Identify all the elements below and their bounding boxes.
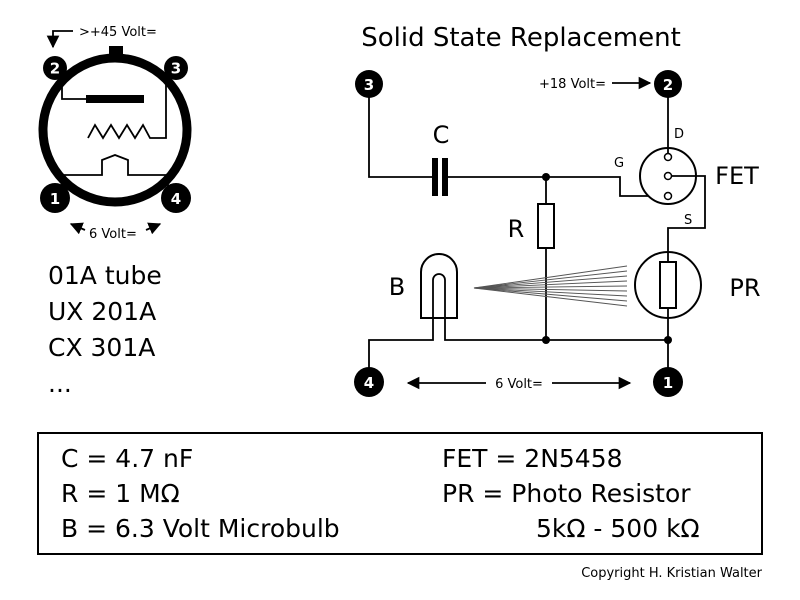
photo-resistor-body <box>659 261 677 309</box>
tube-top-arrow <box>46 30 73 49</box>
copyright-notice: Copyright H. Kristian Walter <box>581 566 762 581</box>
tube-pin-3: 3 <box>164 56 188 80</box>
tube-bottom-voltage: 6 Volt= <box>89 227 137 242</box>
svg-text:4: 4 <box>364 374 374 392</box>
svg-text:3: 3 <box>364 76 374 94</box>
fet-drain-terminal <box>663 152 673 162</box>
resistor <box>537 203 555 249</box>
wire-source-pr <box>667 175 706 250</box>
grid-zigzag <box>87 69 173 140</box>
tube-key <box>109 46 123 58</box>
svg-text:1: 1 <box>663 374 673 392</box>
tube-type-item: UX 201A <box>48 297 157 326</box>
legend-fet: FET = 2N5458 <box>442 444 623 473</box>
legend-photo-resistor: PR = Photo Resistor <box>442 479 691 508</box>
tube-pin-2: 2 <box>43 56 67 80</box>
fet-label-g: G <box>614 156 624 171</box>
tube-type-item: 01A tube <box>48 261 162 290</box>
sch-pin-1: 1 <box>653 367 683 397</box>
label-c: C <box>433 121 450 149</box>
legend-capacitor: C = 4.7 nF <box>61 444 194 473</box>
microbulb <box>420 253 458 319</box>
label-pr: PR <box>729 274 760 302</box>
svg-text:4: 4 <box>171 190 181 208</box>
label-b: B <box>389 273 405 301</box>
tube-bottom-arrow-left <box>69 222 86 235</box>
tube-top-voltage: >+45 Volt= <box>79 25 157 40</box>
sch-pin-3: 3 <box>355 70 383 98</box>
capacitor-plate-b <box>442 158 448 196</box>
label-fet: FET <box>715 162 759 190</box>
plate-lead <box>61 73 86 100</box>
filament <box>61 154 169 188</box>
fet-label-d: D <box>674 127 684 142</box>
bottom-voltage-label: 6 Volt= <box>495 377 543 392</box>
svg-text:1: 1 <box>50 190 60 208</box>
svg-text:2: 2 <box>50 60 60 78</box>
wire-cap-gate <box>448 176 663 197</box>
tube-type-item: ... <box>48 369 72 398</box>
tube-type-item: CX 301A <box>48 333 156 362</box>
legend-pr-range: 5kΩ - 500 kΩ <box>536 514 700 543</box>
fet-source-terminal <box>663 171 673 181</box>
wire-bottom-rail <box>444 318 669 368</box>
sch-pin-4: 4 <box>354 367 384 397</box>
svg-text:3: 3 <box>171 60 181 78</box>
tube-diagram: 2 3 1 4 >+45 Volt= 6 Volt= <box>38 25 192 242</box>
legend-bulb: B = 6.3 Volt Microbulb <box>61 514 340 543</box>
legend-resistor: R = 1 MΩ <box>61 479 180 508</box>
supply-voltage-label: +18 Volt= <box>539 77 606 92</box>
label-r: R <box>508 215 525 243</box>
tube-plate <box>86 95 144 103</box>
light-rays <box>473 265 628 307</box>
schematic: 3 2 4 1 +18 Volt= 6 Volt= C R B FET PR D… <box>354 70 761 397</box>
tube-bottom-arrow-right <box>145 222 162 235</box>
wire-bulb-pin4 <box>368 318 434 368</box>
sch-pin-2: 2 <box>654 70 682 98</box>
component-legend: C = 4.7 nF R = 1 MΩ B = 6.3 Volt Microbu… <box>37 432 763 555</box>
capacitor-plate-a <box>432 158 438 196</box>
wire-pin3-cap <box>368 84 432 178</box>
fet-label-s: S <box>684 213 692 228</box>
svg-text:2: 2 <box>663 76 673 94</box>
tube-pin-1: 1 <box>40 183 70 213</box>
fet-gate-terminal <box>663 191 673 201</box>
tube-type-list: 01A tube UX 201A CX 301A ... <box>48 258 162 402</box>
tube-pin-4: 4 <box>161 183 191 213</box>
microbulb-filament <box>432 273 446 318</box>
page-title: Solid State Replacement <box>361 23 681 53</box>
